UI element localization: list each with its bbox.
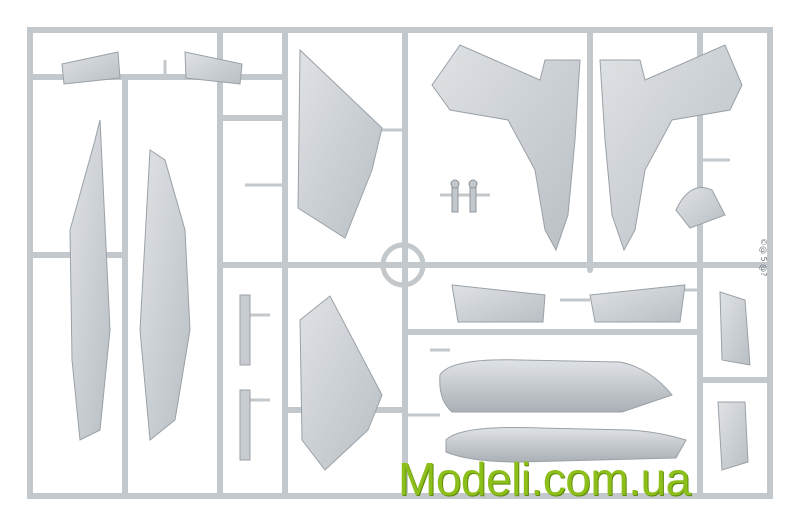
part-top-left-2 xyxy=(184,51,243,85)
part-nose-dome xyxy=(675,187,726,229)
part-nacelle-lower xyxy=(445,427,687,463)
part-top-left-1 xyxy=(61,51,121,85)
part-small-rods xyxy=(239,294,251,461)
part-fuselage-left-half xyxy=(431,44,581,252)
part-wing-upper-mid xyxy=(297,48,383,239)
part-fin-left-2 xyxy=(139,149,191,441)
part-panel-mid-left xyxy=(451,284,546,323)
part-nacelle-upper xyxy=(439,359,673,413)
watermark-text: Modeli.com.ua xyxy=(398,453,691,505)
part-narrow-right-1 xyxy=(719,291,751,366)
sprue-code-label: ©@ 5 @? xyxy=(759,238,768,277)
part-narrow-right-2 xyxy=(717,401,749,471)
part-fuselage-right-half xyxy=(599,44,743,252)
part-wing-lower-mid xyxy=(299,295,383,471)
part-fin-left-1 xyxy=(69,119,111,441)
part-panel-mid-right xyxy=(589,284,686,323)
part-small-gear xyxy=(450,179,478,213)
sprue-ring xyxy=(380,242,426,288)
